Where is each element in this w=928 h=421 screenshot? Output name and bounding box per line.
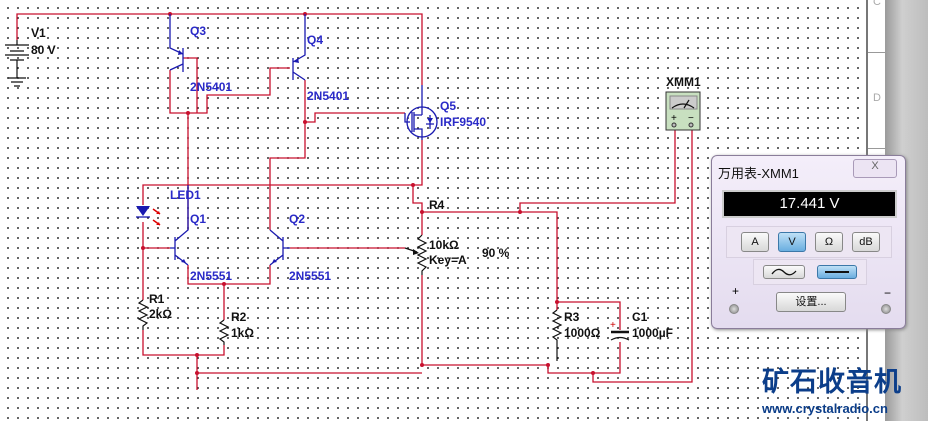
junctions xyxy=(141,12,595,375)
transistor-q4[interactable] xyxy=(292,14,306,81)
battery-v1[interactable] xyxy=(5,40,29,87)
q3-model: 2N5401 xyxy=(190,80,232,94)
xmm1-name: XMM1 xyxy=(666,75,701,89)
plus-label: + xyxy=(732,284,740,298)
r3-value: 1000Ω xyxy=(564,326,601,340)
led1-name: LED1 xyxy=(170,188,201,202)
q4-model: 2N5401 xyxy=(307,89,349,103)
r2-name: R2 xyxy=(231,310,247,324)
r1-value: 2kΩ xyxy=(149,307,172,321)
q5-name: Q5 xyxy=(440,99,456,113)
mode-a-button[interactable]: A xyxy=(741,232,769,252)
schematic[interactable]: V1 80 V Q3 2N5401 Q4 2N5401 Q5 IRF9540 L… xyxy=(0,0,866,421)
xmm1-minus: − xyxy=(688,113,694,124)
wires xyxy=(16,13,693,390)
settings-button[interactable]: 设置... xyxy=(776,292,846,312)
r3-name: R3 xyxy=(564,310,580,324)
r1-name: R1 xyxy=(149,292,165,306)
led1[interactable] xyxy=(136,206,161,226)
r4-key: Key=A xyxy=(429,253,467,267)
r4-setting: 90 % xyxy=(482,246,510,260)
resistor-r1[interactable] xyxy=(137,299,149,330)
q2-model: 2N5551 xyxy=(289,269,331,283)
q1-model: 2N5551 xyxy=(190,269,232,283)
mosfet-q5[interactable] xyxy=(404,85,438,140)
minus-label: − xyxy=(884,286,892,300)
r2-value: 1kΩ xyxy=(231,326,254,340)
r4-name: R4 xyxy=(429,198,445,212)
multimeter-xmm1-symbol[interactable] xyxy=(665,91,701,131)
watermark-logo: 矿石收音机 xyxy=(762,367,902,397)
c1-polarity: + xyxy=(610,320,616,331)
minus-terminal[interactable] xyxy=(881,304,891,314)
transistor-q1[interactable] xyxy=(170,185,189,266)
potentiometer-r4[interactable] xyxy=(404,234,428,275)
q1-name: Q1 xyxy=(190,212,206,226)
multimeter-window[interactable]: 万用表-XMM1 X 17.441 V A V Ω dB 设置... + − xyxy=(711,155,906,329)
v1-value: 80 V xyxy=(31,43,56,57)
plus-terminal[interactable] xyxy=(729,304,739,314)
q3-name: Q3 xyxy=(190,24,206,38)
reading-display: 17.441 V xyxy=(722,190,897,218)
mode-ohm-button[interactable]: Ω xyxy=(815,232,843,252)
v1-name: V1 xyxy=(31,26,46,40)
close-button[interactable]: X xyxy=(853,159,897,178)
resistor-r3[interactable] xyxy=(551,309,563,361)
q5-model: IRF9540 xyxy=(440,115,486,129)
dc-button[interactable] xyxy=(817,265,857,279)
ac-button[interactable] xyxy=(763,265,805,279)
sine-wave-icon xyxy=(771,268,797,276)
xmm1-plus: + xyxy=(671,113,677,124)
c1-value: 1000µF xyxy=(632,326,673,340)
transistor-q2[interactable] xyxy=(269,229,290,266)
border-row-c: C xyxy=(873,0,881,8)
c1-name: C1 xyxy=(632,310,648,324)
q4-name: Q4 xyxy=(307,33,323,47)
mode-db-button[interactable]: dB xyxy=(852,232,880,252)
border-row-d: D xyxy=(873,92,881,104)
resistor-r2[interactable] xyxy=(218,319,230,345)
watermark-url: www.crystalradio.cn xyxy=(762,401,888,416)
q2-name: Q2 xyxy=(289,212,305,226)
capacitor-c1[interactable] xyxy=(610,330,630,341)
transistor-q3[interactable] xyxy=(169,14,184,72)
window-title: 万用表-XMM1 xyxy=(718,166,799,181)
r4-value: 10kΩ xyxy=(429,238,459,252)
mode-v-button[interactable]: V xyxy=(778,232,806,252)
dc-line-icon xyxy=(825,271,849,273)
